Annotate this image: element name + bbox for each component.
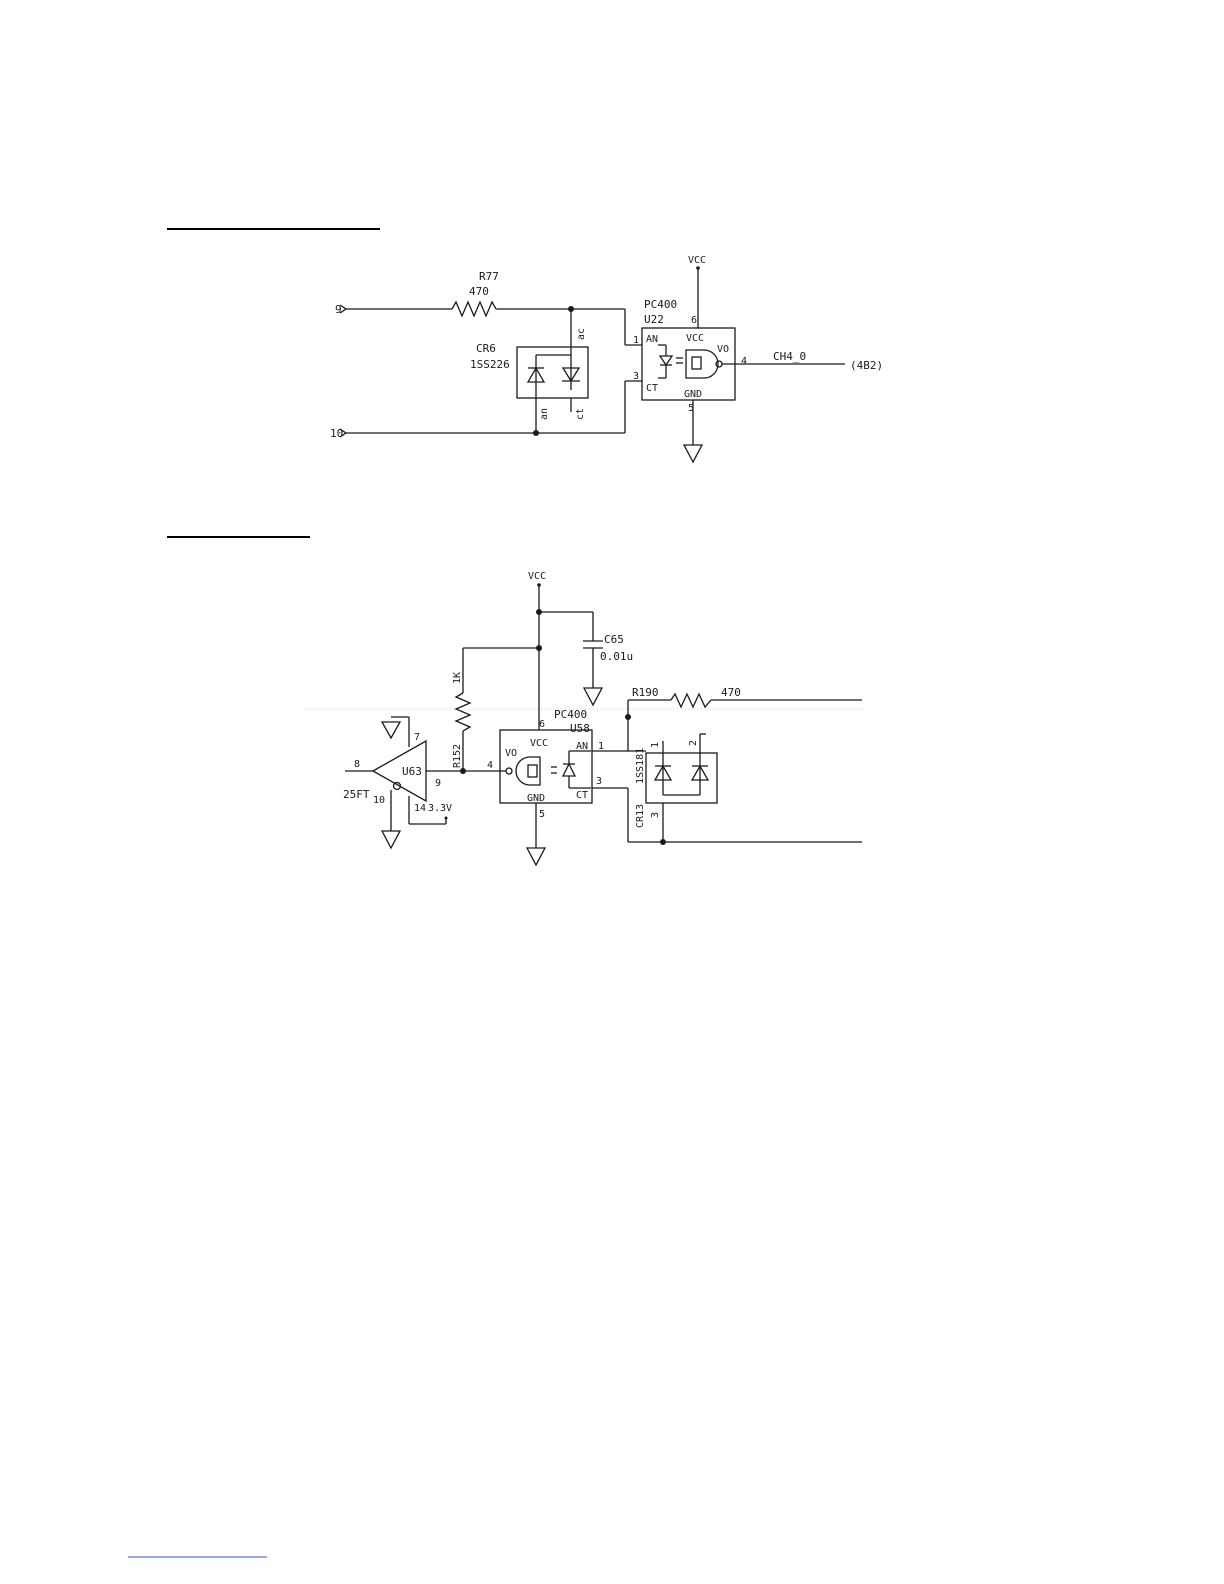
r152-ref-label: R152 bbox=[452, 744, 463, 768]
cr6-pin-an: an bbox=[539, 408, 550, 420]
cr13-part-label: 1SS181 bbox=[635, 748, 646, 784]
vcc-label-1: VCC bbox=[688, 255, 706, 266]
u58-pin-3: 3 bbox=[596, 776, 602, 787]
u58-pin-6: 6 bbox=[539, 719, 545, 730]
u22-pin-3: 3 bbox=[633, 371, 639, 382]
net-ch4-0-label: CH4_0 bbox=[773, 350, 806, 363]
u58-ref-label: U58 bbox=[570, 722, 590, 735]
r77-ref-label: R77 bbox=[479, 270, 499, 283]
cr6-pin-ct: ct bbox=[575, 408, 586, 420]
u63-pin-9: 9 bbox=[435, 778, 441, 789]
u22-pin-ct-label: CT bbox=[646, 383, 658, 394]
cr6-part-label: 1SS226 bbox=[470, 358, 510, 371]
input-pin-10-label: 10 bbox=[330, 427, 343, 440]
u63-ref-label: U63 bbox=[402, 765, 422, 778]
u22-pin-4: 4 bbox=[741, 356, 747, 367]
buffer-u63: U63 25FT 8 9 10 7 14 3.3V bbox=[343, 717, 463, 848]
cr13-ref-label: CR13 bbox=[635, 804, 646, 828]
u22-part-label: PC400 bbox=[644, 298, 677, 311]
u58-pin-5: 5 bbox=[539, 809, 545, 820]
cr13-pin-2: 2 bbox=[688, 740, 699, 746]
input-pin-9-label: 9 bbox=[335, 303, 342, 316]
vcc-supply-2: VCC bbox=[528, 571, 546, 730]
u22-pin-vcc-label: VCC bbox=[686, 333, 704, 344]
r152-value-label: 1K bbox=[452, 672, 463, 684]
cr13-pin-1: 1 bbox=[650, 742, 661, 748]
capacitor-c65: C65 0.01u bbox=[539, 612, 633, 705]
u58-pin-ct-label: CT bbox=[576, 790, 588, 801]
resistor-r77: R77 470 bbox=[452, 270, 499, 316]
u63-pin-10: 10 bbox=[373, 795, 385, 806]
diode-cr13: 1SS181 CR13 1 2 3 bbox=[628, 734, 717, 842]
cr13-pin-3: 3 bbox=[650, 812, 661, 818]
c65-ref-label: C65 bbox=[604, 633, 624, 646]
input-connector-10: 10 bbox=[330, 427, 346, 440]
u22-pin-gnd-label: GND bbox=[684, 389, 702, 400]
u63-pin-7: 7 bbox=[414, 732, 420, 743]
c65-value-label: 0.01u bbox=[600, 650, 633, 663]
u58-pin-gnd-label: GND bbox=[527, 793, 545, 804]
optocoupler-u22: PC400 U22 AN CT VCC VO GND 1 3 4 5 6 bbox=[633, 298, 747, 414]
u22-ref-label: U22 bbox=[644, 313, 664, 326]
u58-pin-vcc-label: VCC bbox=[530, 738, 548, 749]
net-ref-4b2-label: (4B2) bbox=[850, 359, 883, 372]
u63-pin-14: 14 bbox=[414, 803, 426, 814]
u63-supply-label: 3.3V bbox=[428, 803, 452, 814]
u58-pin-vo-label: VO bbox=[505, 748, 517, 759]
u22-pin-1: 1 bbox=[633, 335, 639, 346]
input-connector-9: 9 bbox=[335, 303, 346, 316]
vcc-label-2: VCC bbox=[528, 571, 546, 582]
schematic-1: 9 R77 470 CR6 1SS226 ac an bbox=[330, 255, 883, 462]
u63-pin-8: 8 bbox=[354, 759, 360, 770]
u22-pin-6: 6 bbox=[691, 315, 697, 326]
u63-type-label: 25FT bbox=[343, 788, 370, 801]
cr6-ref-label: CR6 bbox=[476, 342, 496, 355]
u22-pin-vo-label: VO bbox=[717, 344, 729, 355]
resistor-r152: 1K R152 bbox=[452, 648, 539, 771]
cr6-pin-ac: ac bbox=[576, 328, 587, 340]
optocoupler-u58: PC400 U58 VO VCC AN CT GND 1 3 4 5 6 bbox=[487, 708, 604, 820]
u58-pin-4: 4 bbox=[487, 760, 493, 771]
r77-value-label: 470 bbox=[469, 285, 489, 298]
u58-part-label: PC400 bbox=[554, 708, 587, 721]
u22-pin-an-label: AN bbox=[646, 334, 658, 345]
ground-1 bbox=[684, 400, 702, 462]
diode-cr6: CR6 1SS226 ac an ct bbox=[470, 328, 588, 420]
schematic-2: VCC C65 0.01u 1K R152 bbox=[305, 571, 865, 865]
r190-ref-label: R190 bbox=[632, 686, 659, 699]
resistor-r190: R190 470 bbox=[632, 686, 741, 707]
r190-value-label: 470 bbox=[721, 686, 741, 699]
